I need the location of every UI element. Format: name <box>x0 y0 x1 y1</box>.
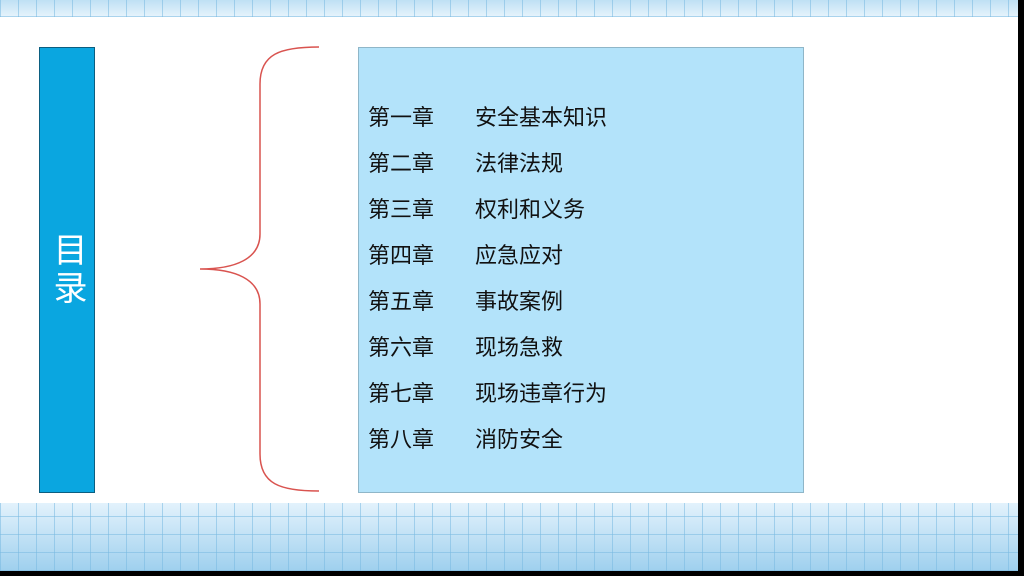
chapter-item[interactable]: 第一章 安全基本知识 <box>368 96 607 142</box>
top-grid-band <box>0 0 1018 17</box>
chapter-number: 第三章 <box>368 198 435 223</box>
table-of-contents: 第一章 安全基本知识 第二章 法律法规 第三章 权利和义务 第四章 应急应对 第五章 事故… <box>358 47 804 493</box>
bottom-edge <box>0 571 1024 576</box>
chapter-title: 现场急救 <box>475 336 564 361</box>
chapter-number: 第七章 <box>368 382 435 407</box>
chapter-number: 第五章 <box>368 290 435 315</box>
chapter-number: 第四章 <box>368 244 435 269</box>
chapter-number: 第一章 <box>368 106 435 131</box>
chapter-title: 法律法规 <box>475 152 564 177</box>
chapter-title: 事故案例 <box>475 290 564 315</box>
chapter-title: 应急应对 <box>475 244 564 269</box>
chapter-number: 第六章 <box>368 336 435 361</box>
chapter-list: 第一章 安全基本知识 第二章 法律法规 第三章 权利和义务 第四章 应急应对 第五章 事故… <box>368 96 607 464</box>
right-edge <box>1018 0 1024 576</box>
chapter-item[interactable]: 第四章 应急应对 <box>368 234 607 280</box>
title-bar: 目录 <box>39 47 95 493</box>
slide-title: 目录 <box>47 232 87 308</box>
curly-brace <box>199 46 320 492</box>
bottom-grid-band <box>0 503 1018 571</box>
chapter-item[interactable]: 第七章 现场违章行为 <box>368 372 607 418</box>
chapter-title: 权利和义务 <box>475 198 586 223</box>
chapter-item[interactable]: 第八章 消防安全 <box>368 418 607 464</box>
chapter-item[interactable]: 第三章 权利和义务 <box>368 188 607 234</box>
chapter-item[interactable]: 第五章 事故案例 <box>368 280 607 326</box>
chapter-title: 消防安全 <box>475 428 564 453</box>
chapter-title: 安全基本知识 <box>475 106 608 131</box>
chapter-title: 现场违章行为 <box>475 382 608 407</box>
chapter-item[interactable]: 第二章 法律法规 <box>368 142 607 188</box>
chapter-number: 第八章 <box>368 428 435 453</box>
chapter-item[interactable]: 第六章 现场急救 <box>368 326 607 372</box>
chapter-number: 第二章 <box>368 152 435 177</box>
